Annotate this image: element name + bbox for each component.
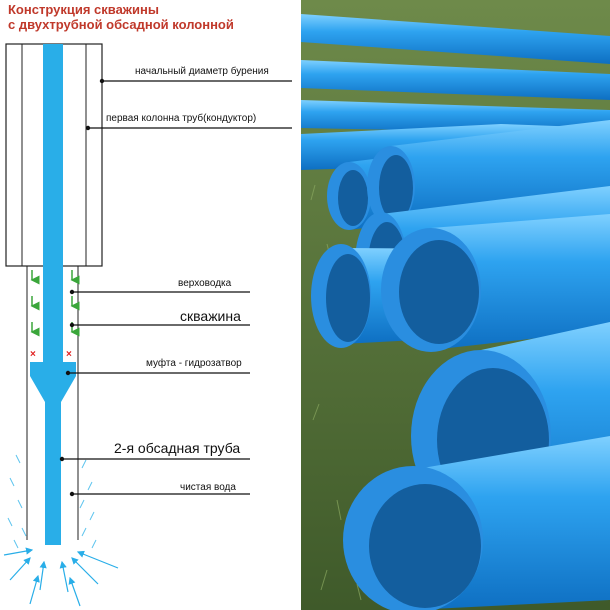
leader-dots [59, 78, 105, 497]
label-second-casing: 2-я обсадная труба [114, 440, 240, 456]
title-line-1: Конструкция скважины [8, 2, 159, 17]
svg-text:×: × [30, 349, 36, 360]
title-line-2: с двухтрубной обсадной колонной [8, 17, 234, 32]
diagram-title: Конструкция скважины с двухтрубной обсад… [8, 2, 300, 32]
svg-text:×: × [66, 349, 72, 360]
water-column [30, 44, 76, 545]
label-clean-water: чистая вода [180, 482, 236, 493]
front-pipes [311, 186, 610, 610]
seal-marks: × × [30, 349, 72, 360]
label-perched-water: верховодка [178, 278, 232, 289]
water-inflow-dashes [7, 454, 97, 549]
label-first-casing: первая колонна труб(кондуктор) [106, 112, 256, 124]
label-well: скважина [180, 308, 241, 324]
well-diagram: × × начальный д [3, 43, 292, 607]
pipes-photo [301, 0, 610, 610]
leader-lines [62, 80, 292, 495]
water-inflow-arrows [3, 547, 119, 607]
label-initial-diameter: начальный диаметр бурения [135, 65, 269, 77]
label-coupling: муфта - гидрозатвор [146, 357, 242, 369]
